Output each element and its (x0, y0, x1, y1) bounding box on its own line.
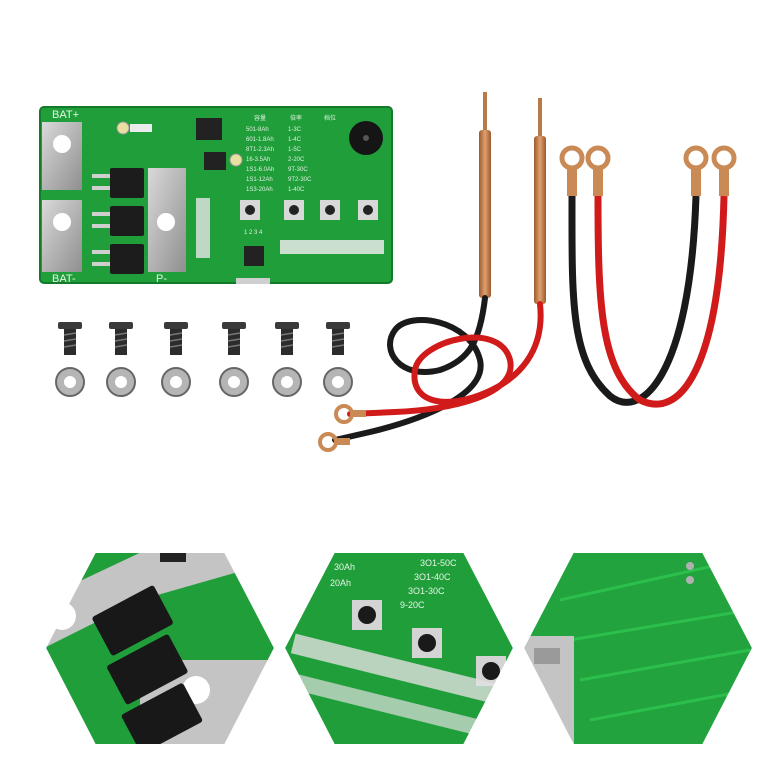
pcb-buttons (240, 200, 378, 220)
rate-row: 2-20C (288, 157, 305, 163)
ring-lug-icon (585, 145, 611, 196)
welding-pens (318, 92, 546, 452)
rate-row: 1-3C (288, 127, 302, 133)
zoom-label: 3O1-50C (420, 558, 457, 568)
bat-plus-label: BAT+ (52, 109, 79, 121)
zoom-hex-mosfets (45, 552, 275, 745)
ring-lug-icon (683, 145, 709, 196)
crystal (116, 121, 130, 135)
screw-icon (326, 322, 350, 355)
header-col-1: 容量 (254, 114, 266, 122)
header-col-2: 倍率 (290, 114, 302, 122)
capacity-row: 1S1-12Ah (246, 177, 273, 183)
mosfet-group (92, 168, 144, 274)
capacity-row: 1S3-20Ah (246, 187, 273, 193)
washer-row (55, 367, 353, 397)
ring-lug-icon (711, 145, 737, 196)
capacity-row: 601-1.8Ah (246, 137, 274, 143)
button-row-label: 1 2 3 4 (244, 230, 263, 236)
bat-minus-pad (42, 200, 82, 272)
bat-plus-pad (42, 122, 82, 190)
capacity-row: 16-3.5Ah (246, 157, 270, 163)
washer-icon (106, 367, 136, 397)
rate-row: 9T2-30C (288, 177, 312, 183)
washer-icon (272, 367, 302, 397)
header-col-3: 档位 (324, 114, 336, 122)
battery-cables (559, 145, 737, 408)
screw-icon (109, 322, 133, 355)
zoom-label: 30Ah (334, 562, 355, 572)
zoom-hex-buttons: 30Ah 20Ah 3O1-50C 3O1-40C 3O1-30C 9-20C (284, 552, 514, 745)
washer-icon (55, 367, 85, 397)
ring-lug-icon (559, 145, 585, 196)
zoom-label: 3O1-30C (408, 586, 445, 596)
zoom-label: 20Ah (330, 578, 351, 588)
capacity-row: 501-8Ah (246, 127, 269, 133)
rate-row: 1-5C (288, 147, 302, 153)
zoom-hex-board-back (523, 552, 753, 745)
p-minus-label: P- (156, 273, 167, 285)
rate-row: 9T-30C (288, 167, 308, 173)
washer-icon (161, 367, 191, 397)
screw-icon (222, 322, 246, 355)
bat-minus-label: BAT- (52, 273, 76, 285)
capacity-row: 8T1-2.3Ah (246, 147, 274, 153)
screw-icon (164, 322, 188, 355)
spot-welder-pcb: BAT+ BAT- P- 容量 倍率 档位 501-8Ah 601-1.8Ah … (39, 106, 393, 285)
screw-icon (58, 322, 82, 355)
led (229, 153, 243, 167)
washer-icon (219, 367, 249, 397)
capacity-row: 1S1-6.0Ah (246, 167, 274, 173)
rate-row: 1-40C (288, 187, 305, 193)
zoom-label: 9-20C (400, 600, 425, 610)
screw-row (58, 322, 350, 355)
zoom-label: 3O1-40C (414, 572, 451, 582)
screw-icon (275, 322, 299, 355)
rate-row: 1-4C (288, 137, 302, 143)
washer-icon (323, 367, 353, 397)
